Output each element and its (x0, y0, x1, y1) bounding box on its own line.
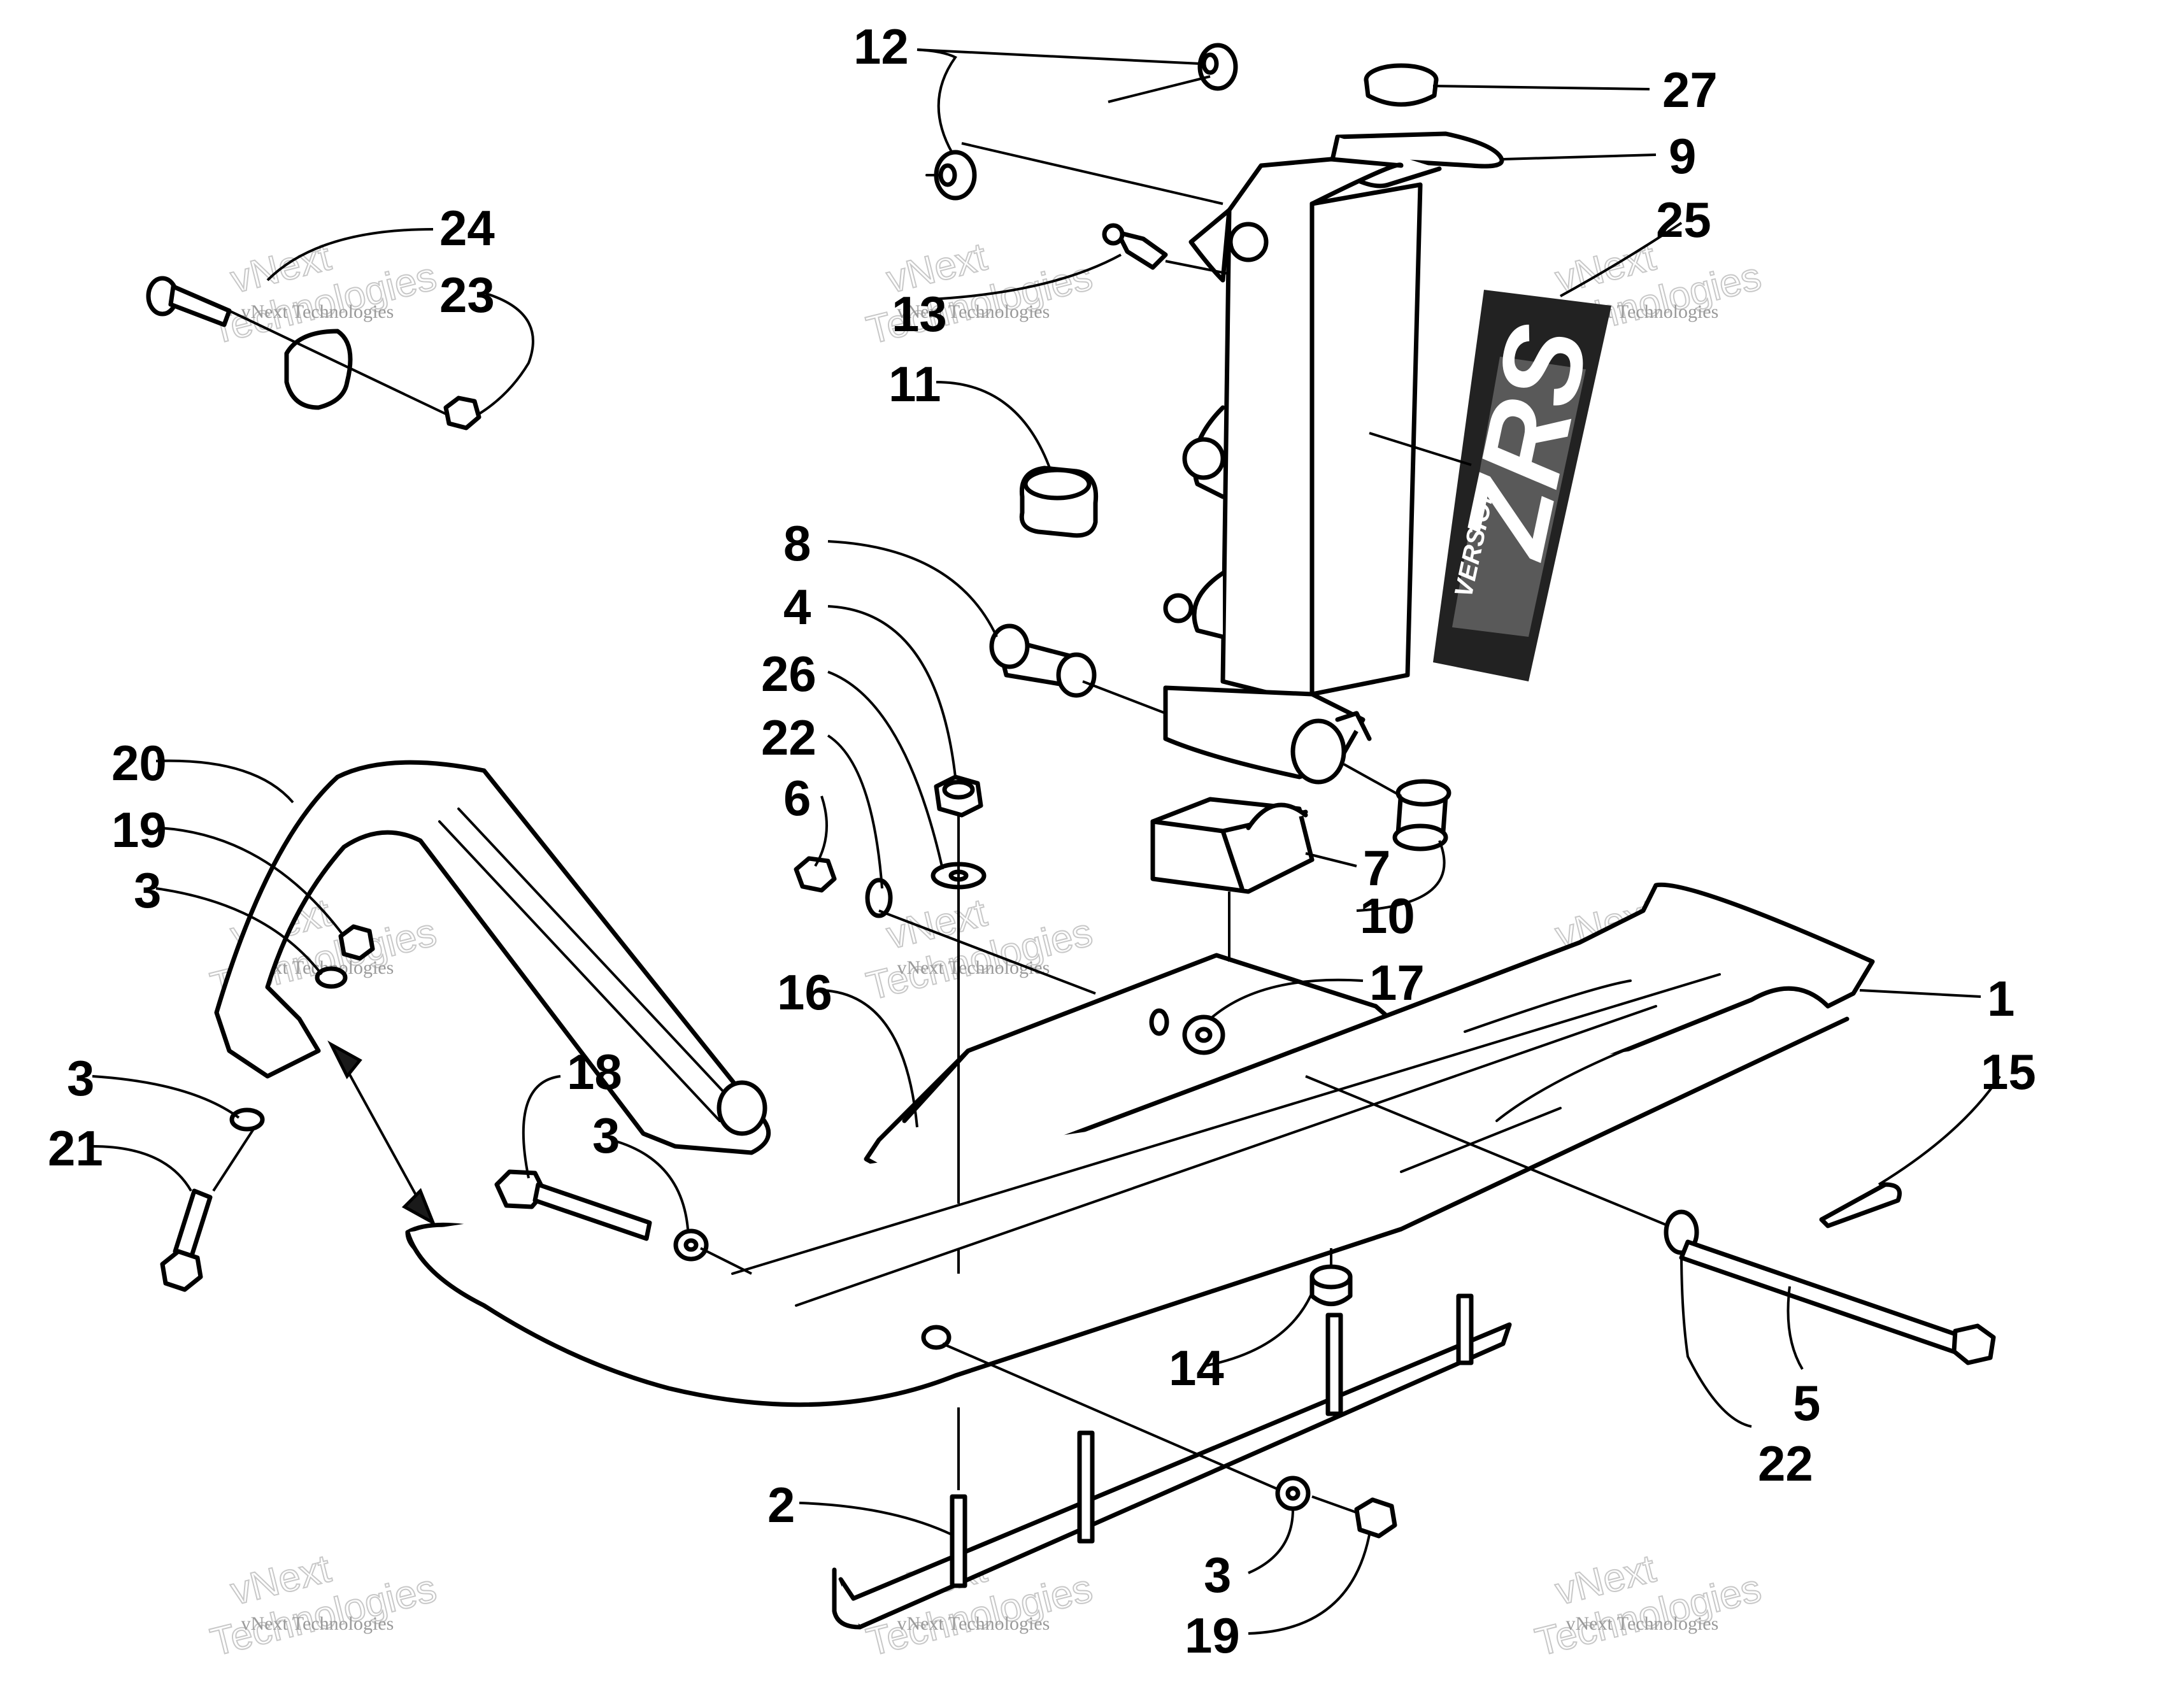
svg-text:vNext Technologies: vNext Technologies (1565, 1613, 1718, 1634)
callout-25: 25 (1656, 192, 1711, 248)
callout-6: 6 (783, 770, 811, 826)
callout-10: 10 (1360, 888, 1415, 944)
part-1-ski (405, 882, 1875, 1407)
callout-13: 13 (892, 286, 947, 342)
part-11-bushing (1019, 466, 1099, 538)
callout-7: 7 (1363, 840, 1390, 896)
part-19-nut-lower (1354, 1497, 1397, 1539)
part-12-bushings (925, 43, 1238, 201)
callout-4: 4 (783, 579, 811, 635)
svg-text:vNext Technologies: vNext Technologies (241, 301, 394, 322)
part-4-nut (934, 774, 983, 818)
callout-16: 16 (777, 964, 832, 1020)
part-27-cap (1364, 63, 1439, 107)
part-24-bolt (146, 276, 232, 327)
callout-20: 20 (111, 735, 167, 791)
part-3-washer-b (229, 1107, 265, 1132)
part-9-spindle-housing (1163, 131, 1504, 785)
callout-27: 27 (1662, 62, 1718, 118)
callout-1: 1 (1987, 971, 2015, 1027)
part-3-washer-a (315, 966, 348, 989)
part-18-bolt (494, 1169, 652, 1241)
part-25-decal: ZRS VERSION (1433, 290, 1613, 681)
callout-9: 9 (1669, 128, 1696, 184)
callout-8: 8 (783, 515, 811, 571)
part-8-bushing (989, 623, 1097, 698)
svg-text:vNext Technologies: vNext Technologies (241, 1613, 394, 1634)
part-2-wear-bar (832, 1293, 1512, 1630)
part-3-washer-c (673, 1228, 709, 1262)
callout-15: 15 (1981, 1044, 2036, 1100)
part-14-spacer (1309, 1264, 1353, 1306)
part-20-spring-bar (214, 760, 771, 1155)
callout-3-upper: 3 (134, 862, 161, 918)
part-10-bushing (1392, 779, 1451, 851)
callout-19-upper: 19 (111, 802, 167, 858)
part-17-washer (1182, 1014, 1225, 1055)
callout-5: 5 (1793, 1375, 1820, 1431)
callout-19-lower: 19 (1185, 1607, 1240, 1663)
part-23-bracket (284, 329, 353, 410)
part-21-bolt (160, 1188, 213, 1292)
callout-11: 11 (888, 356, 941, 412)
reference-arrow (327, 1040, 436, 1227)
part-6-nut (794, 856, 837, 893)
callout-17: 17 (1369, 955, 1425, 1011)
callout-3-left: 3 (67, 1050, 94, 1106)
part-5-bolt (1679, 1239, 1996, 1365)
svg-text:vNext Technologies: vNext Technologies (897, 1613, 1050, 1634)
leader-lines (92, 48, 2001, 1635)
callout-3-center: 3 (592, 1107, 620, 1164)
part-22-washer-left (865, 878, 893, 918)
callout-23: 23 (439, 267, 495, 323)
callout-12: 12 (853, 18, 909, 75)
callout-18: 18 (567, 1044, 622, 1100)
part-13-grease-fitting (1102, 223, 1168, 270)
part-23-nut (443, 395, 481, 431)
callout-22-right: 22 (1758, 1435, 1813, 1491)
callout-21: 21 (48, 1120, 103, 1176)
callout-24: 24 (439, 200, 495, 256)
part-15-cotter-pin (1819, 1182, 1902, 1228)
callout-14: 14 (1169, 1340, 1224, 1396)
svg-text:vNext Technologies: vNext Technologies (897, 301, 1050, 322)
svg-text:vNext Technologies: vNext Technologies (897, 957, 1050, 978)
part-7-stopper (1150, 797, 1315, 894)
callout-3-lower: 3 (1204, 1547, 1231, 1603)
callout-labels: 12 27 9 25 24 23 13 11 8 4 26 22 6 20 19… (48, 18, 2036, 1663)
callout-26: 26 (761, 646, 817, 702)
callout-2: 2 (767, 1477, 795, 1533)
part-3-washer-d (1275, 1476, 1311, 1511)
part-19-nut-upper (338, 924, 375, 961)
callout-22-left: 22 (761, 709, 817, 765)
